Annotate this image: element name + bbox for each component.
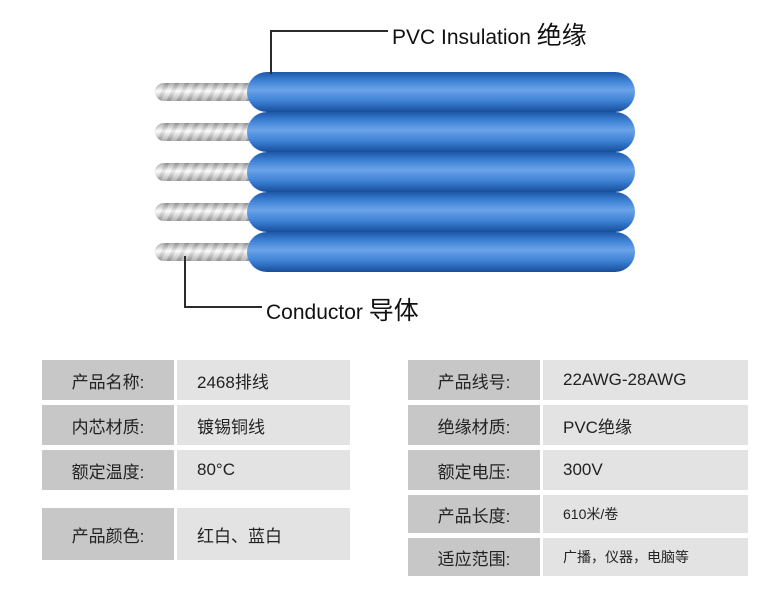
spec-row-core-material: 内芯材质: 镀锡铜线 bbox=[42, 405, 350, 445]
insulation-callout-line bbox=[270, 30, 388, 74]
spec-table-left: 产品名称: 2468排线 内芯材质: 镀锡铜线 额定温度: 80°C 产品颜色:… bbox=[42, 360, 350, 560]
spec-row-insulation-material: 绝缘材质: PVC绝缘 bbox=[408, 405, 748, 445]
spec-label: 产品线号: bbox=[408, 360, 540, 400]
spec-label: 产品长度: bbox=[408, 495, 540, 533]
spec-row-rated-voltage: 额定电压: 300V bbox=[408, 450, 748, 490]
spec-label: 适应范围: bbox=[408, 538, 540, 576]
wire-row bbox=[155, 72, 635, 112]
conductor-callout-label: Conductor 导体 bbox=[266, 291, 419, 327]
conductor-segment bbox=[155, 83, 275, 101]
spec-row-product-color: 产品颜色: 红白、蓝白 bbox=[42, 508, 350, 560]
spec-value: PVC绝缘 bbox=[543, 405, 748, 445]
conductor-label-zh: 导体 bbox=[368, 297, 419, 325]
wire-row bbox=[155, 152, 635, 192]
spec-label: 产品名称: bbox=[42, 360, 174, 400]
spec-row-product-name: 产品名称: 2468排线 bbox=[42, 360, 350, 400]
spec-value: 22AWG-28AWG bbox=[543, 360, 748, 400]
spec-value: 镀锡铜线 bbox=[177, 405, 350, 445]
spec-row-application-range: 适应范围: 广播，仪器，电脑等 bbox=[408, 538, 748, 576]
spec-row-rated-temperature: 额定温度: 80°C bbox=[42, 450, 350, 490]
spec-row-product-length: 产品长度: 610米/卷 bbox=[408, 495, 748, 533]
spec-value: 广播，仪器，电脑等 bbox=[543, 538, 748, 576]
conductor-segment bbox=[155, 163, 275, 181]
spec-label: 产品颜色: bbox=[42, 508, 174, 560]
spec-value: 80°C bbox=[177, 450, 350, 490]
spec-label: 绝缘材质: bbox=[408, 405, 540, 445]
spec-row-wire-gauge: 产品线号: 22AWG-28AWG bbox=[408, 360, 748, 400]
insulation-callout-label: PVC Insulation 绝缘 bbox=[392, 16, 587, 52]
conductor-segment bbox=[155, 123, 275, 141]
spec-value: 红白、蓝白 bbox=[177, 508, 350, 560]
insulation-label-en: PVC Insulation bbox=[392, 26, 531, 49]
spec-table-right: 产品线号: 22AWG-28AWG 绝缘材质: PVC绝缘 额定电压: 300V… bbox=[408, 360, 748, 576]
conductor-segment bbox=[155, 203, 275, 221]
wire-row bbox=[155, 192, 635, 232]
spec-label: 额定温度: bbox=[42, 450, 174, 490]
insulation-segment bbox=[247, 152, 635, 192]
spec-label: 额定电压: bbox=[408, 450, 540, 490]
wire-row bbox=[155, 112, 635, 152]
conductor-label-en: Conductor bbox=[266, 301, 363, 324]
insulation-segment bbox=[247, 192, 635, 232]
insulation-segment bbox=[247, 72, 635, 112]
insulation-segment bbox=[247, 232, 635, 272]
spec-label: 内芯材质: bbox=[42, 405, 174, 445]
spec-value: 300V bbox=[543, 450, 748, 490]
spec-value: 2468排线 bbox=[177, 360, 350, 400]
insulation-label-zh: 绝缘 bbox=[536, 22, 587, 50]
insulation-segment bbox=[247, 112, 635, 152]
ribbon-cable-illustration bbox=[155, 72, 635, 272]
spec-value: 610米/卷 bbox=[543, 495, 748, 533]
conductor-callout-line bbox=[184, 256, 262, 308]
wire-row bbox=[155, 232, 635, 272]
